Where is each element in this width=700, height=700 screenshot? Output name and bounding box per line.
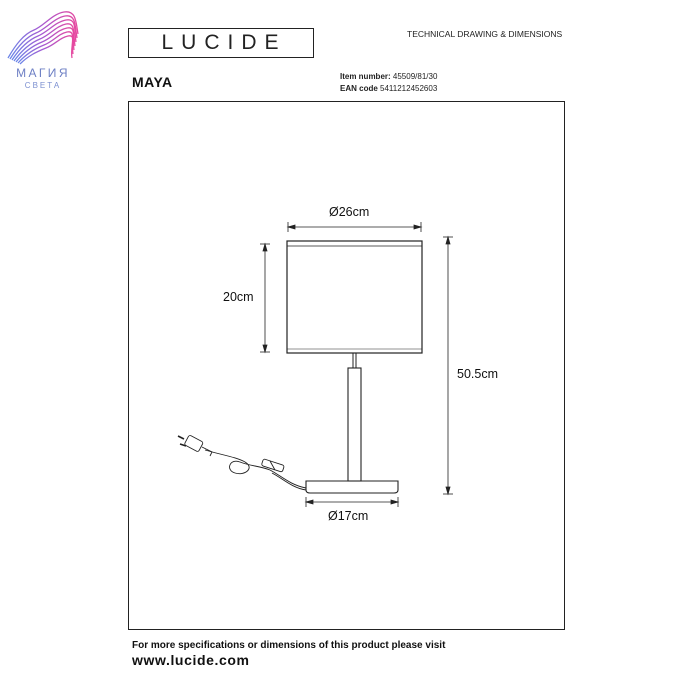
dimension-line-shade-height [260,242,270,354]
ean-row: EAN code 5411212452603 [340,84,437,93]
lamp-base [305,480,399,494]
watermark-name: МАГИЯ [16,66,70,80]
dimension-line-shade-diameter [286,222,423,232]
total-height-label: 50.5cm [457,367,498,381]
ean-value: 5411212452603 [380,84,438,93]
document-title: TECHNICAL DRAWING & DIMENSIONS [407,29,563,39]
brand-logo: LUCIDE [161,31,287,54]
shade-height-label: 20cm [223,290,254,304]
watermark-logo [4,4,82,96]
ean-label: EAN code [340,84,378,93]
item-number-label: Item number: [340,72,391,81]
drawing-frame [128,101,565,630]
watermark-subtitle: СВЕТА [24,81,62,90]
dimension-line-total-height [443,235,453,496]
wave-ribbon-icon [7,11,79,65]
lamp-stem [347,353,362,482]
product-name: MAYA [132,74,173,90]
item-number-row: Item number: 45509/81/30 [340,72,437,81]
footer-note: For more specifications or dimensions of… [132,640,446,651]
base-diameter-label: Ø17cm [328,509,369,523]
lamp-shade [286,240,423,354]
cable-switch-icon [261,458,285,473]
brand-logo-box: LUCIDE [128,28,314,58]
plug-icon [177,435,213,457]
shade-diameter-label: Ø26cm [329,205,370,219]
dimension-line-base-diameter [304,497,400,507]
footer-website-link[interactable]: www.lucide.com [132,652,250,668]
item-number-value: 45509/81/30 [392,72,438,81]
power-cable [177,435,307,491]
